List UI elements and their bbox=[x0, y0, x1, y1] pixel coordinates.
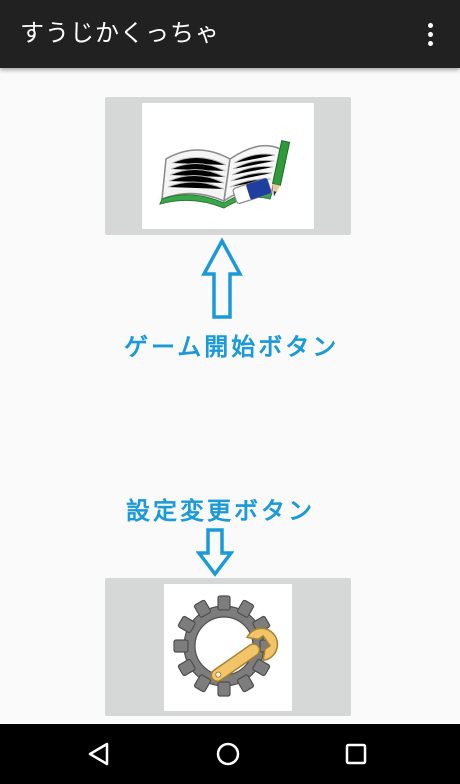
app-title: すうじかくっちゃ bbox=[20, 19, 220, 47]
notebook-pencil-eraser-icon bbox=[142, 103, 314, 229]
more-vert-icon[interactable] bbox=[414, 18, 446, 50]
arrow-up-outline-icon bbox=[201, 238, 243, 319]
app-bar: すうじかくっちゃ bbox=[0, 0, 460, 68]
settings-button[interactable] bbox=[105, 578, 351, 716]
arrow-down-outline-icon bbox=[196, 528, 234, 577]
recents-square-icon[interactable] bbox=[336, 734, 376, 774]
back-triangle-icon[interactable] bbox=[79, 734, 119, 774]
home-circle-icon[interactable] bbox=[208, 734, 248, 774]
navigation-bar bbox=[0, 724, 460, 784]
start-game-hint-label: ゲーム開始ボタン bbox=[124, 333, 340, 361]
gear-wrench-icon bbox=[164, 584, 292, 711]
settings-hint-label: 設定変更ボタン bbox=[126, 497, 315, 525]
start-game-button[interactable] bbox=[105, 97, 351, 235]
